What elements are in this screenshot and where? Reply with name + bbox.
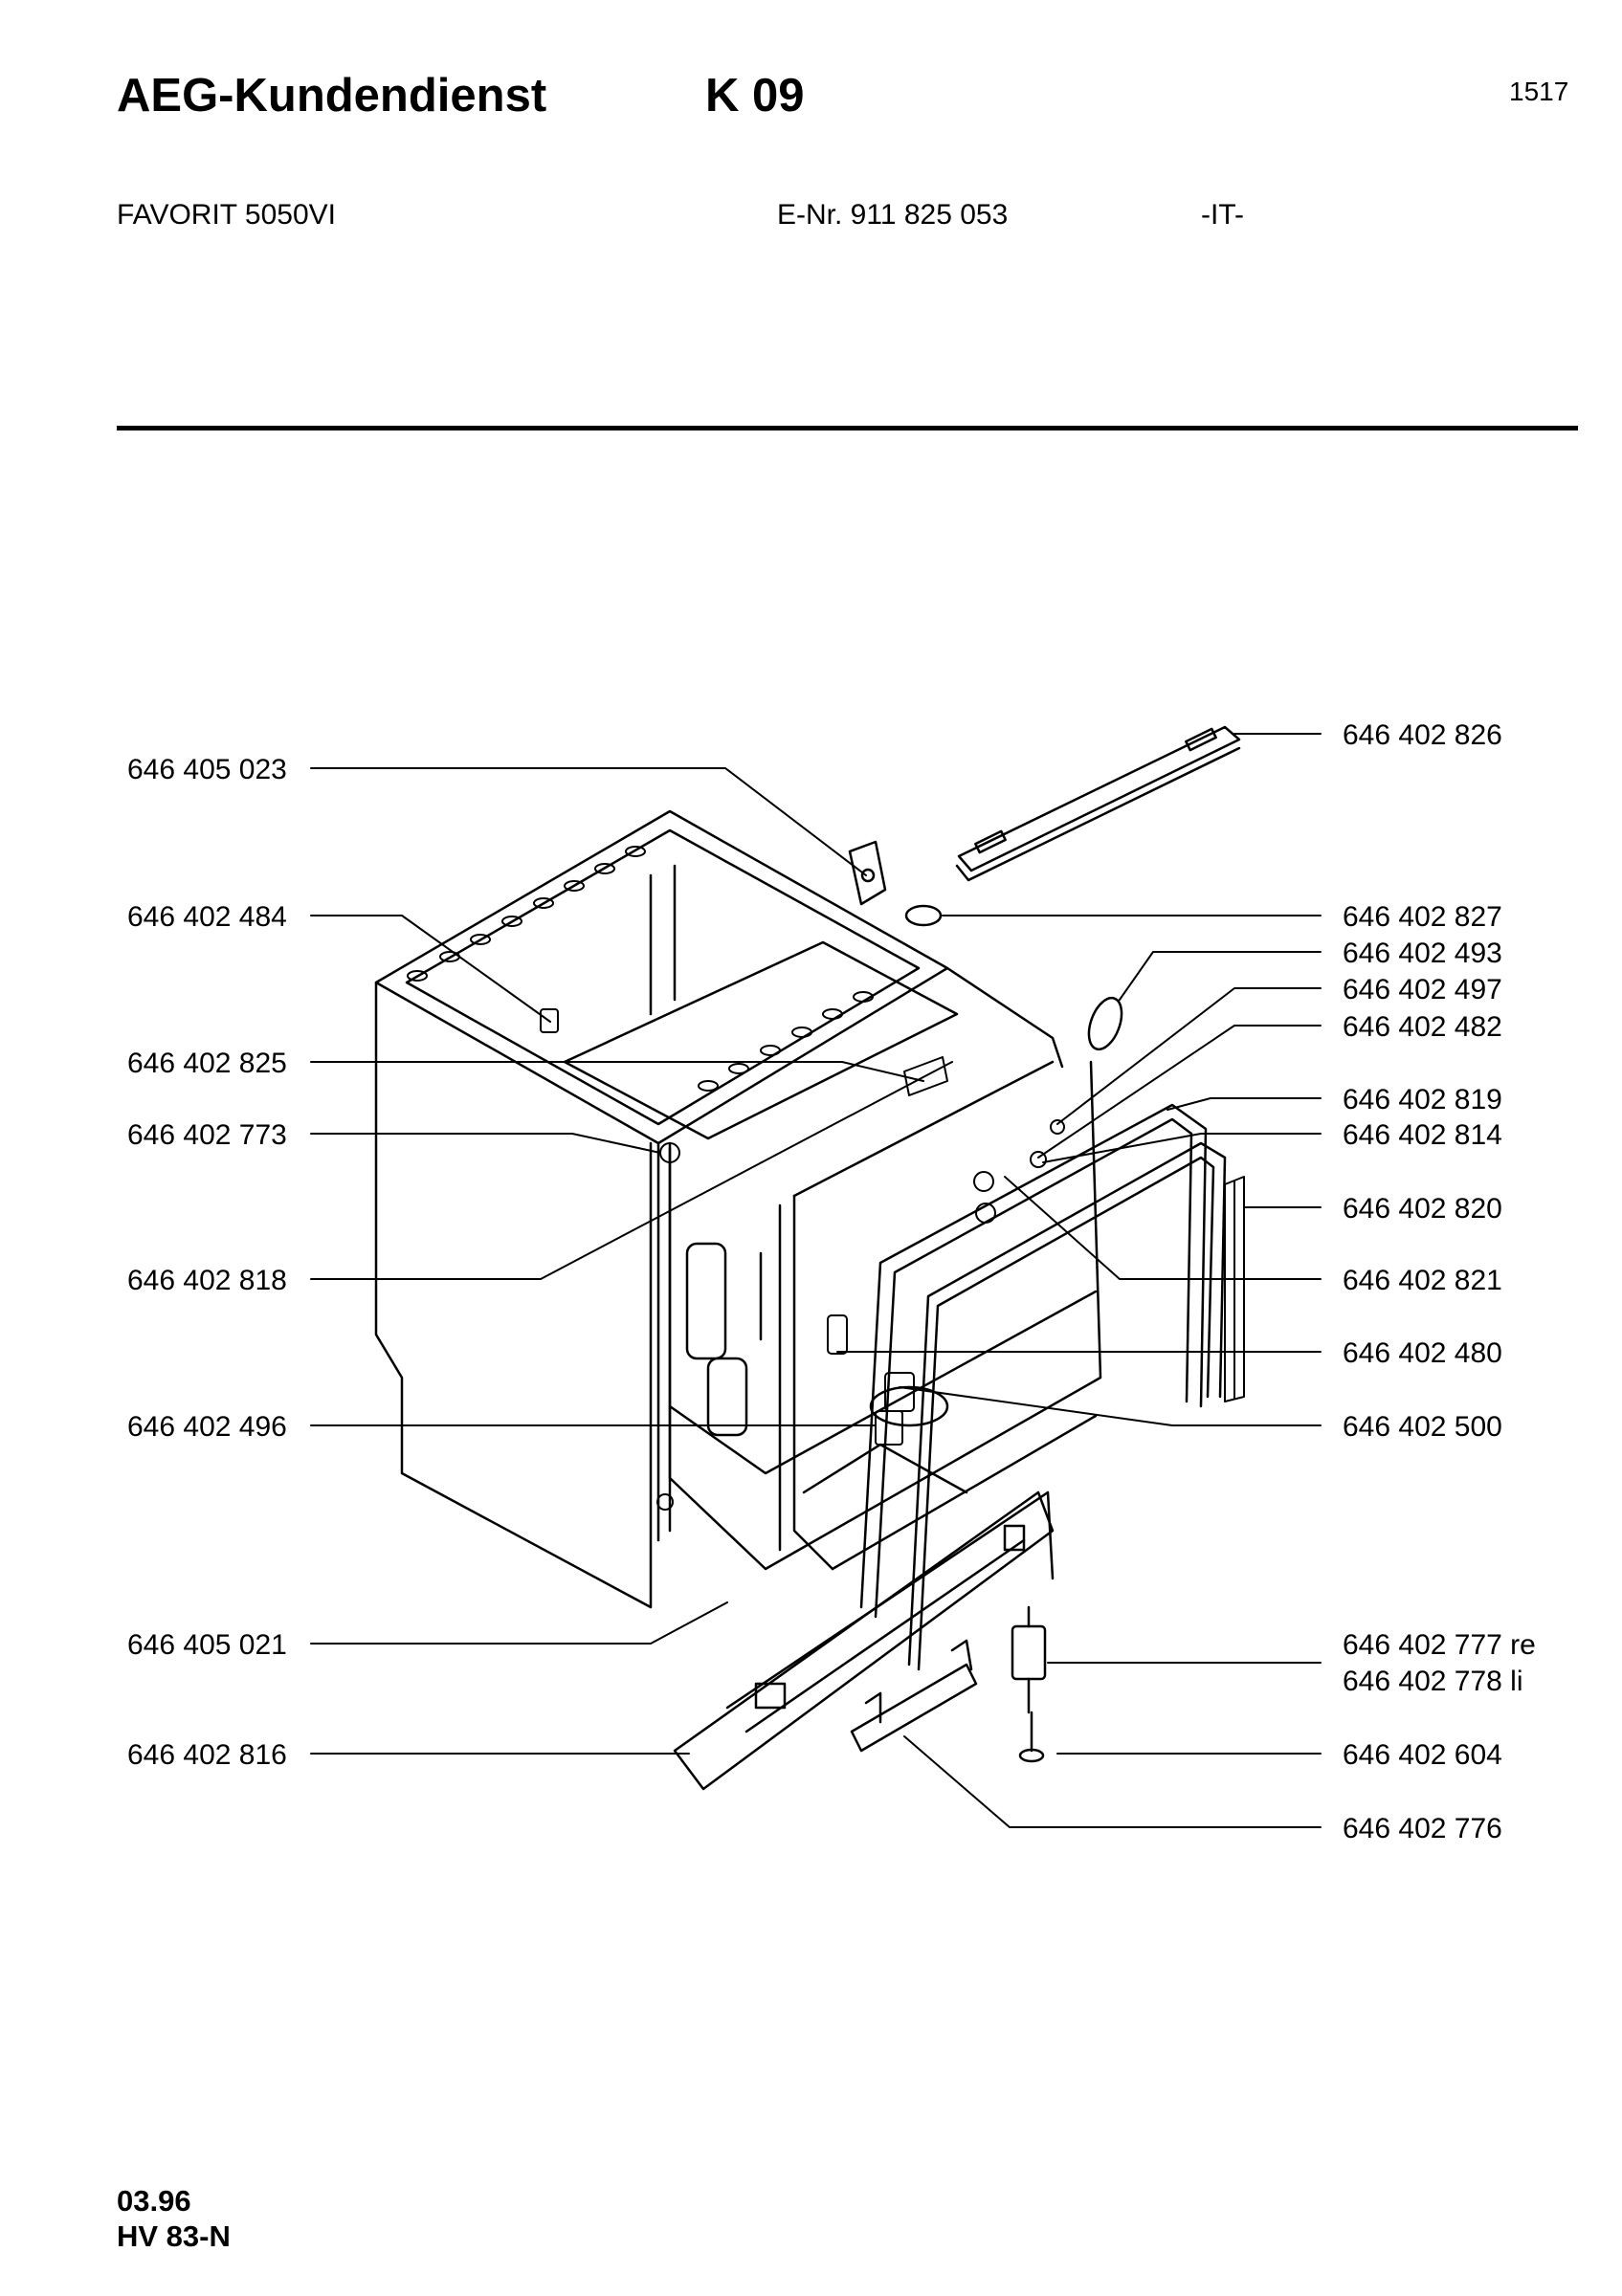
part-label-left-5: 646 402 818	[127, 1265, 287, 1296]
part-label-right-4: 646 402 497	[1343, 974, 1502, 1005]
region-code: -IT-	[1201, 199, 1244, 231]
part-label-left-1: 646 405 023	[127, 754, 287, 785]
part-label-left-7: 646 405 021	[127, 1629, 287, 1661]
part-label-left-8: 646 402 816	[127, 1739, 287, 1771]
part-label-left-6: 646 402 496	[127, 1411, 287, 1443]
dishwasher-tub	[565, 942, 1100, 1569]
page-number: 1517	[1509, 77, 1569, 106]
part-label-right-1: 646 402 826	[1343, 719, 1502, 751]
part-label-left-3: 646 402 825	[127, 1048, 287, 1079]
adjustable-foot	[1012, 1607, 1045, 1761]
plinth-bracket	[852, 1641, 976, 1751]
part-label-right-15: 646 402 776	[1343, 1813, 1502, 1844]
top-rail	[957, 727, 1239, 880]
footer-code: HV 83-N	[117, 2219, 231, 2253]
part-label-right-11: 646 402 500	[1343, 1411, 1502, 1443]
small-clips	[541, 1009, 1064, 1510]
part-label-right-7: 646 402 814	[1343, 1119, 1502, 1151]
part-label-right-14: 646 402 604	[1343, 1739, 1502, 1771]
part-label-right-9: 646 402 821	[1343, 1265, 1502, 1296]
top-frame-holes	[408, 847, 873, 1091]
door-seal	[861, 1105, 1225, 1669]
side-seal-strip	[1225, 1177, 1244, 1402]
part-label-right-5: 646 402 482	[1343, 1011, 1502, 1043]
part-label-right-10: 646 402 480	[1343, 1337, 1502, 1369]
brand-title: AEG-Kundendienst	[117, 70, 547, 121]
leader-lines-left	[311, 768, 952, 1754]
hinge-bracket	[850, 842, 1128, 1053]
base-plinth	[675, 1492, 1053, 1789]
part-label-left-2: 646 402 484	[127, 901, 287, 933]
part-label-right-12: 646 402 777 re	[1343, 1629, 1536, 1661]
part-label-right-2: 646 402 827	[1343, 901, 1502, 933]
part-label-left-4: 646 402 773	[127, 1119, 287, 1151]
part-label-right-13: 646 402 778 li	[1343, 1666, 1523, 1697]
part-label-right-6: 646 402 819	[1343, 1084, 1502, 1115]
footer-date: 03.96	[117, 2184, 191, 2218]
header-divider	[117, 426, 1578, 430]
enr-number: E-Nr. 911 825 053	[777, 199, 1009, 231]
model-name: FAVORIT 5050VI	[117, 199, 336, 231]
part-label-right-3: 646 402 493	[1343, 938, 1502, 969]
section-code: K 09	[705, 70, 805, 121]
leader-lines-right	[837, 734, 1321, 1827]
part-label-right-8: 646 402 820	[1343, 1193, 1502, 1225]
